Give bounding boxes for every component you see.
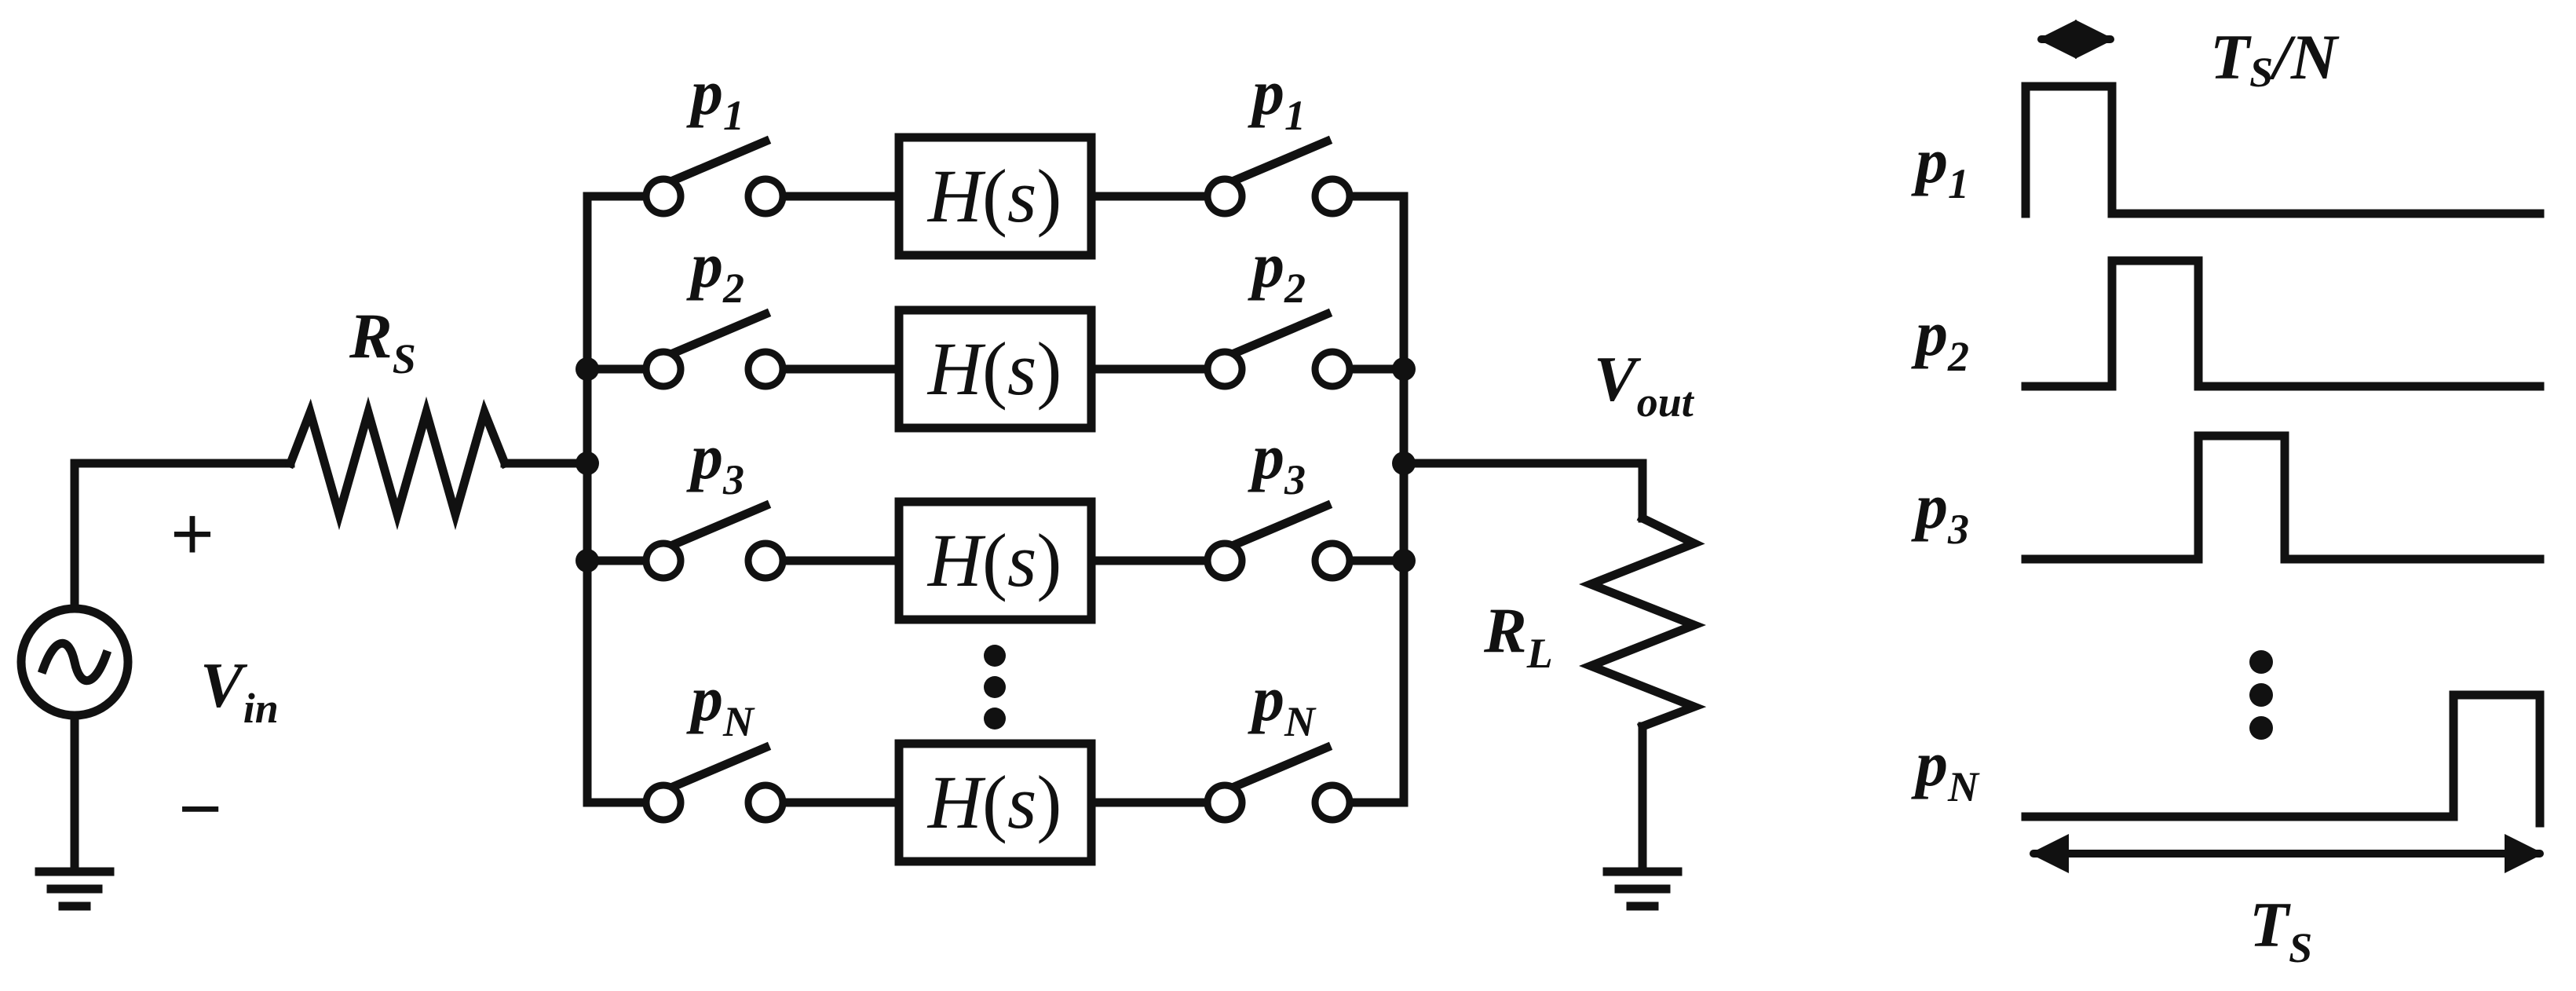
sine-wave-icon [37, 638, 112, 686]
transfer-block-4: H(s) [894, 739, 1096, 866]
output-wire [1399, 459, 1647, 523]
transfer-block-3: H(s) [894, 497, 1096, 624]
transfer-block-label: H(s) [926, 154, 1062, 238]
timing-ellipsis [2249, 650, 2273, 740]
branch-1: H(s) p1 p1 [583, 57, 1409, 260]
clock-waveform-2: p2 [1911, 256, 2545, 391]
clock-label-3: p3 [1911, 470, 1969, 553]
branch-4: H(s) pN pN [583, 663, 1409, 866]
input-switch-3 [642, 499, 787, 582]
source-minus-sign: − [178, 767, 221, 850]
output-switch-label-3: p3 [1248, 421, 1306, 503]
branch-2: H(s) p2 p2 [583, 229, 1409, 433]
clock-waveform-4: pN [1911, 690, 2545, 828]
source-label: Vin [200, 649, 279, 732]
output-switch-label-4: pN [1248, 663, 1317, 745]
input-switch-label-1: p1 [686, 57, 744, 139]
voltage-source [16, 604, 133, 720]
input-switch-label-4: pN [686, 663, 755, 745]
output-switch-3 [1204, 499, 1354, 582]
branch-3: H(s) p3 p3 [583, 421, 1409, 624]
input-switch-1 [642, 135, 787, 218]
input-switch-label-2: p2 [686, 229, 744, 312]
transfer-block-label: H(s) [926, 518, 1062, 602]
clock-label-2: p2 [1911, 298, 1969, 380]
clock-waveform-1: p1 [1911, 82, 2545, 218]
load-resistor-label: RL [1483, 594, 1553, 677]
output-switch-4 [1204, 741, 1354, 824]
transfer-block-label: H(s) [926, 327, 1062, 411]
pulse-width-label: TS/N [2210, 21, 2340, 96]
period-label: TS [2249, 889, 2312, 971]
input-switch-label-3: p3 [686, 421, 744, 503]
clock-timing-diagram: p1 p2 p3 pN [1911, 82, 2545, 828]
source-ground-icon [35, 867, 115, 911]
transfer-block-2: H(s) [894, 305, 1096, 433]
bus-junction-dots [575, 357, 1416, 572]
input-switch-2 [642, 308, 787, 390]
input-switch-4 [642, 741, 787, 824]
source-top-wire [70, 459, 295, 613]
output-switch-2 [1204, 308, 1354, 390]
transfer-block-label: H(s) [926, 760, 1062, 844]
clock-label-1: p1 [1911, 125, 1969, 207]
branch-ellipsis [984, 645, 1006, 730]
load-resistor-zigzag [1578, 512, 1707, 733]
clock-label-4: pN [1911, 728, 1980, 810]
load-ground-icon [1602, 867, 1683, 911]
output-switch-label-1: p1 [1248, 57, 1306, 139]
output-switch-label-2: p2 [1248, 229, 1306, 312]
transfer-block-1: H(s) [894, 133, 1096, 260]
source-resistor [284, 396, 511, 531]
clock-waveform-3: p3 [1911, 431, 2545, 564]
output-label: Vout [1594, 343, 1695, 426]
output-switch-1 [1204, 135, 1354, 218]
source-plus-sign: + [170, 492, 214, 576]
source-resistor-label: RS [349, 300, 416, 382]
